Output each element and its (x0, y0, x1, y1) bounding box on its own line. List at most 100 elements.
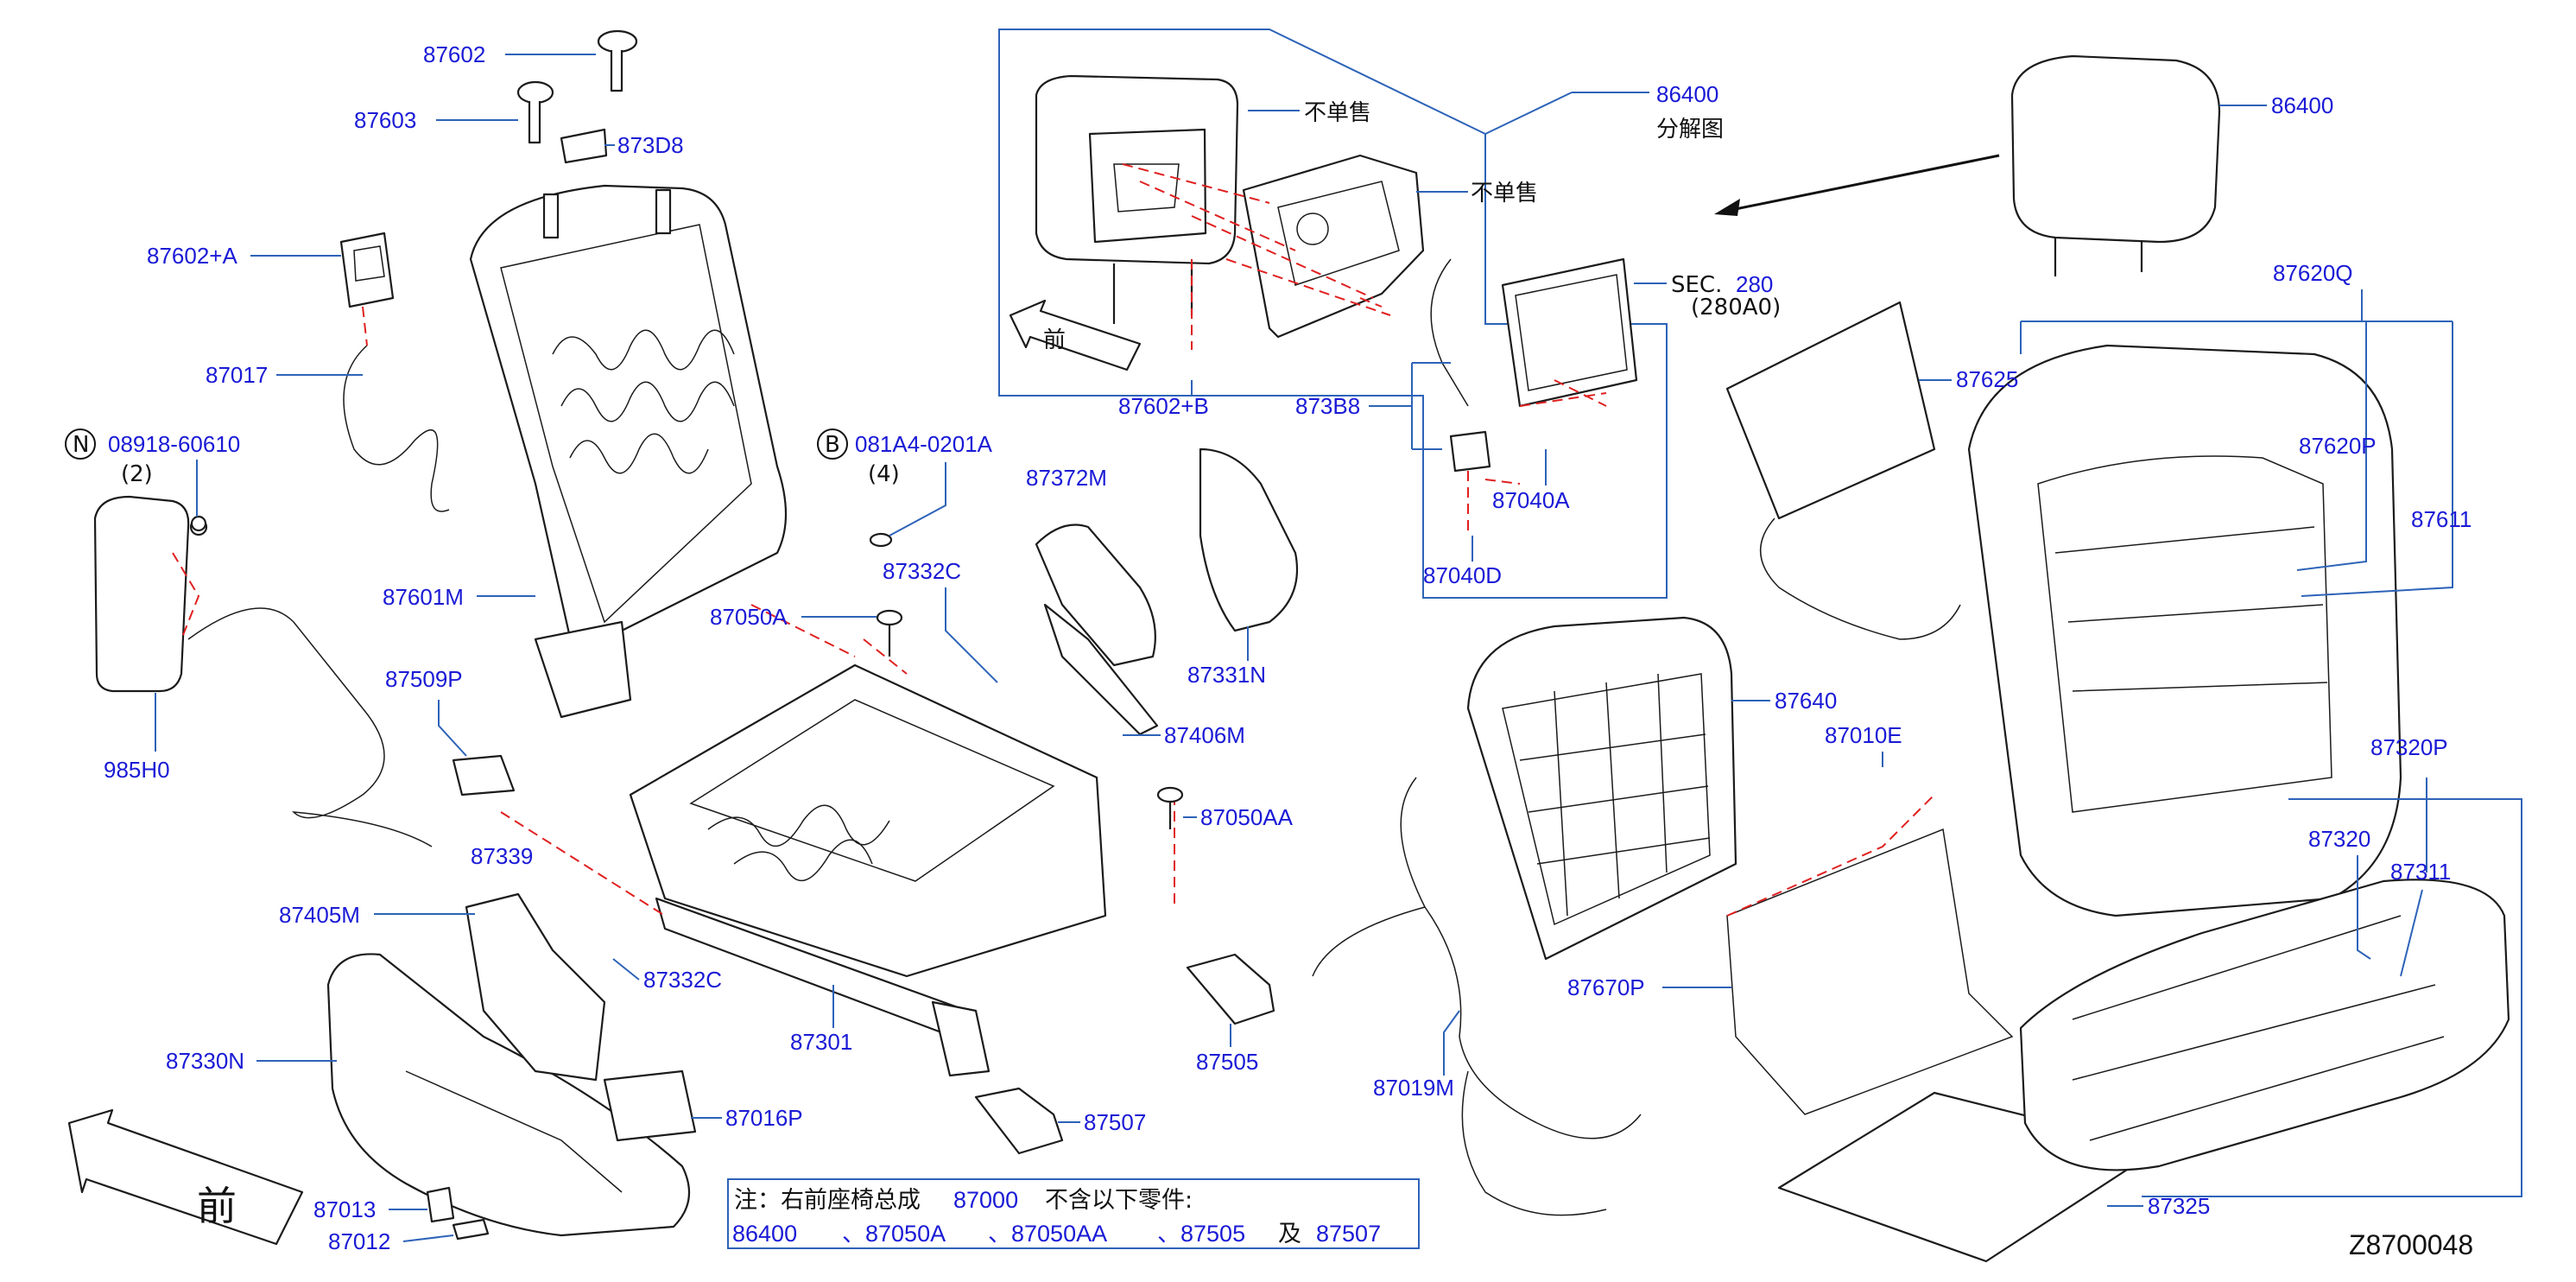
finisher-87372M-art (1035, 524, 1159, 736)
guide-87602-art (597, 29, 638, 92)
part-87611[interactable]: 87611 (2411, 506, 2472, 532)
cushion-trim-87320P-art (2019, 879, 2510, 1171)
part-081A4-qty: (4) (868, 461, 900, 487)
part-87040D[interactable]: 87040D (1423, 562, 1502, 588)
part-87339[interactable]: 87339 (471, 843, 533, 869)
nut-08918-art (190, 515, 207, 532)
sec-prefix: SEC. (1671, 272, 1722, 298)
front-arrow-small-label: 前 (1043, 327, 1066, 353)
part-87670P[interactable]: 87670P (1567, 974, 1645, 1000)
cover-87331N-art (1199, 447, 1299, 632)
part-87640[interactable]: 87640 (1775, 688, 1837, 714)
part-08918-qty: (2) (121, 461, 153, 487)
pointer-arrow-head (1714, 199, 1740, 216)
part-87332C-a[interactable]: 87332C (883, 558, 961, 584)
part-87507[interactable]: 87507 (1084, 1109, 1146, 1135)
n-marker: N (65, 428, 96, 460)
part-86400-exploded[interactable]: 86400 (1656, 81, 1718, 107)
pad-87625-art (1725, 301, 1961, 640)
part-87332C-b[interactable]: 87332C (643, 967, 722, 993)
part-873B8[interactable]: 873B8 (1295, 393, 1360, 419)
exploded-dash-2 (1359, 297, 1607, 407)
b-marker: B (817, 428, 848, 460)
part-87505[interactable]: 87505 (1196, 1049, 1258, 1075)
part-87509P[interactable]: 87509P (385, 666, 463, 692)
part-87013[interactable]: 87013 (313, 1196, 376, 1222)
part-87320P[interactable]: 87320P (2370, 734, 2448, 760)
part-87016P[interactable]: 87016P (725, 1105, 803, 1131)
part-87010E[interactable]: 87010E (1825, 722, 1902, 748)
bolt-081A4-art (869, 532, 893, 548)
note-suffix: 不含以下零件: (1045, 1187, 1193, 1214)
note-prefix: 注：右前座椅总成 (734, 1187, 921, 1214)
part-87012[interactable]: 87012 (328, 1228, 390, 1254)
part-87017[interactable]: 87017 (206, 362, 268, 388)
part-87603[interactable]: 87603 (354, 107, 416, 133)
headrest-86400-art (2010, 54, 2221, 276)
part-86400[interactable]: 86400 (2271, 92, 2333, 118)
switch-87016P-art (603, 1069, 697, 1142)
exploded-view-label: 分解图 (1656, 117, 1724, 143)
part-87320[interactable]: 87320 (2308, 826, 2370, 852)
front-arrow-big-label: 前 (197, 1183, 237, 1229)
note-part-2[interactable]: 、87050A (842, 1221, 946, 1247)
knob-87013-art (426, 1186, 455, 1223)
sec-number[interactable]: 280 (1736, 271, 1773, 297)
part-87625[interactable]: 87625 (1956, 366, 2018, 392)
part-87406M[interactable]: 87406M (1164, 722, 1245, 748)
part-873D8[interactable]: 873D8 (617, 132, 684, 158)
part-87602[interactable]: 87602 (423, 41, 485, 67)
cover-87505-art (1186, 953, 1275, 1025)
part-87372M[interactable]: 87372M (1026, 465, 1107, 491)
guide-87602A-art (339, 232, 395, 308)
guide-873D8-art (560, 128, 608, 164)
bolt-87050A-art (876, 609, 903, 657)
note-last-part[interactable]: 87507 (1316, 1221, 1381, 1247)
exploded-view-box (998, 29, 1668, 599)
part-87602B[interactable]: 87602+B (1118, 393, 1209, 419)
back-trim-87620Q-art (1967, 344, 2402, 917)
bolt-87050AA-art (1156, 786, 1184, 829)
note-assembly[interactable]: 87000 (953, 1187, 1018, 1213)
harness-87017-art (343, 345, 450, 512)
note-part-4[interactable]: 、87505 (1157, 1221, 1245, 1247)
monitor-art (1430, 257, 1638, 473)
knob-87012-art (452, 1218, 490, 1241)
headrest-frame-art (1242, 154, 1425, 339)
sec-sub: (280A0) (1691, 295, 1781, 320)
part-87311[interactable]: 87311 (2390, 859, 2451, 885)
note-part-3[interactable]: 、87050AA (988, 1221, 1107, 1247)
part-87050A[interactable]: 87050A (710, 604, 788, 630)
guide-87603-art (516, 80, 554, 144)
part-985H0[interactable]: 985H0 (104, 757, 170, 783)
part-87050AA[interactable]: 87050AA (1200, 804, 1294, 830)
part-08918-60610[interactable]: 08918-60610 (108, 431, 240, 457)
part-87019M[interactable]: 87019M (1373, 1075, 1454, 1101)
harness-87019M-art (1312, 777, 1642, 1216)
clip-87509P-art (452, 754, 516, 796)
seat-back-frame-art (469, 184, 788, 719)
part-081A4-0201A[interactable]: 081A4-0201A (855, 431, 993, 457)
part-87620P[interactable]: 87620P (2299, 433, 2377, 459)
part-87405M[interactable]: 87405M (279, 902, 360, 928)
part-87601M[interactable]: 87601M (383, 584, 464, 610)
part-87301[interactable]: 87301 (790, 1029, 852, 1055)
front-arrow-big: 前 (67, 1108, 304, 1246)
exploded-dash-3 (1191, 259, 1521, 536)
part-87620Q[interactable]: 87620Q (2273, 260, 2353, 286)
cover-87507-art (974, 1087, 1064, 1155)
bracket-87405M-art (465, 892, 606, 1082)
part-87040A[interactable]: 87040A (1492, 487, 1570, 513)
part-87331N[interactable]: 87331N (1187, 662, 1266, 688)
side-shield-87330N-art (326, 953, 691, 1237)
pointer-arrow (1722, 154, 2000, 213)
part-87330N[interactable]: 87330N (166, 1048, 244, 1074)
note-conjunction: 及 (1278, 1221, 1301, 1247)
front-arrow-small: 前 (1009, 299, 1142, 371)
airbag-985H0-art (93, 495, 433, 847)
exploded-dash-1 (1122, 163, 1391, 316)
part-87325[interactable]: 87325 (2148, 1193, 2210, 1219)
note-part-1[interactable]: 86400 (732, 1221, 797, 1247)
part-87602A[interactable]: 87602+A (147, 243, 237, 269)
